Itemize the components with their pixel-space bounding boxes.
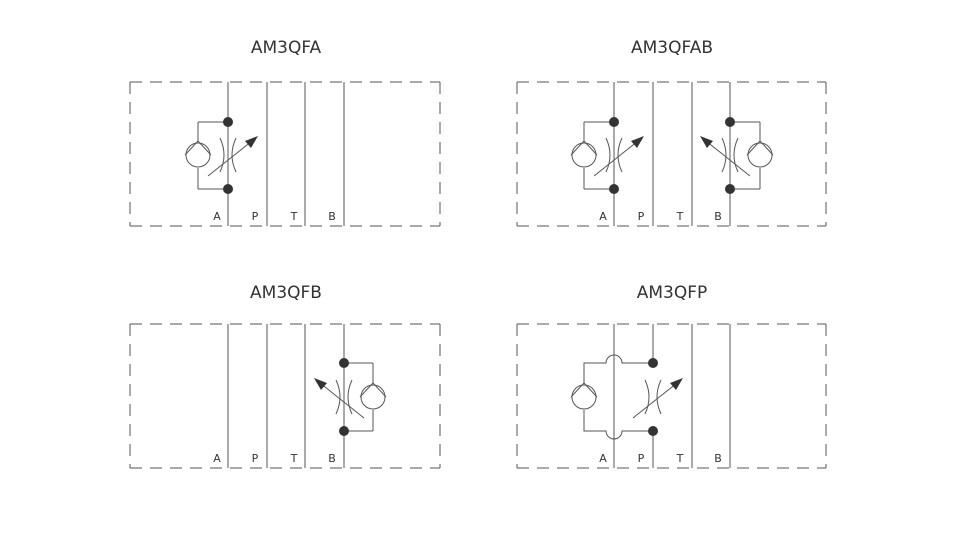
channel-lines (227, 324, 345, 468)
adjustable-arrow-icon (207, 140, 253, 177)
port-label-b: B (328, 452, 336, 465)
port-label-p: P (252, 210, 259, 223)
port-label-t: T (290, 210, 298, 223)
port-label-t: T (676, 452, 684, 465)
port-labels: A P T B (599, 452, 722, 465)
throttle-left-curve (721, 137, 727, 173)
port-labels: A P T B (213, 452, 336, 465)
junction-dot (609, 184, 619, 194)
check-valve-seat-icon (184, 140, 212, 156)
junction-dot (648, 358, 658, 368)
throttle-right-curve (656, 379, 662, 415)
throttle-left-curve (644, 379, 650, 415)
port-label-t: T (290, 452, 298, 465)
valve-body-outline (516, 323, 827, 469)
port-labels: A P T B (213, 210, 336, 223)
port-label-p: P (638, 452, 645, 465)
junction-dot (223, 117, 233, 127)
port-label-p: P (638, 210, 645, 223)
check-valve-ball-icon (747, 142, 773, 168)
port-label-b: B (328, 210, 336, 223)
throttle-right-curve (231, 137, 237, 173)
flow-control-symbol-b (700, 117, 774, 194)
check-valve-ball-icon (571, 384, 597, 410)
throttle-left-curve (219, 137, 225, 173)
arrow-head-icon (314, 378, 327, 390)
junction-dot (339, 426, 349, 436)
adjustable-arrow-icon (319, 382, 365, 419)
diagram-am3qfa: AM3QFA A P (129, 38, 441, 227)
check-valve-seat-icon (746, 140, 774, 156)
junction-dot (339, 358, 349, 368)
channel-lines (227, 82, 345, 226)
check-valve-ball-icon (360, 384, 386, 410)
diagram-title: AM3QFB (250, 283, 322, 303)
throttle-right-curve (733, 137, 739, 173)
port-labels: A P T B (599, 210, 722, 223)
arrow-head-icon (245, 136, 258, 148)
port-label-a: A (213, 452, 221, 465)
flow-control-symbol (314, 358, 387, 436)
check-valve-ball-icon (571, 142, 597, 168)
junction-dot (648, 426, 658, 436)
check-valve-seat-icon (570, 382, 598, 398)
port-label-p: P (252, 452, 259, 465)
port-label-a: A (599, 210, 607, 223)
junction-dot (223, 184, 233, 194)
valve-body-outline (129, 323, 441, 469)
port-label-t: T (676, 210, 684, 223)
junction-dot (725, 184, 735, 194)
adjustable-arrow-icon (632, 382, 678, 419)
port-label-a: A (599, 452, 607, 465)
port-label-b: B (714, 452, 722, 465)
flow-control-symbol (184, 117, 258, 194)
throttle-left-curve (605, 137, 611, 173)
diagram-am3qfb: AM3QFB A P (129, 283, 441, 469)
junction-dot (725, 117, 735, 127)
diagram-title: AM3QFA (251, 38, 322, 58)
check-valve-seat-icon (359, 382, 387, 398)
flow-control-symbol-a (570, 117, 644, 194)
arrow-head-icon (670, 378, 683, 390)
diagram-am3qfp: AM3QFP A P (516, 283, 827, 469)
check-valve-seat-icon (570, 140, 598, 156)
port-label-a: A (213, 210, 221, 223)
diagram-title: AM3QFAB (631, 38, 713, 58)
port-label-b: B (714, 210, 722, 223)
check-valve-ball-icon (185, 142, 211, 168)
throttle-right-curve (347, 379, 353, 415)
valve-body-outline (516, 81, 827, 227)
diagram-am3qfab: AM3QFAB (516, 38, 827, 227)
arrow-head-icon (700, 136, 713, 148)
bypass-line-bottom (583, 410, 653, 440)
diagram-title: AM3QFP (637, 283, 708, 303)
valve-body-outline (129, 81, 441, 227)
adjustable-arrow-icon (593, 140, 639, 177)
flow-control-symbol (570, 354, 683, 440)
junction-dot (609, 117, 619, 127)
throttle-left-curve (335, 379, 341, 415)
arrow-head-icon (631, 136, 644, 148)
throttle-right-curve (617, 137, 623, 173)
adjustable-arrow-icon (705, 140, 751, 177)
channel-lines (613, 82, 731, 226)
channel-lines (613, 324, 731, 468)
bypass-line-top (583, 354, 653, 384)
